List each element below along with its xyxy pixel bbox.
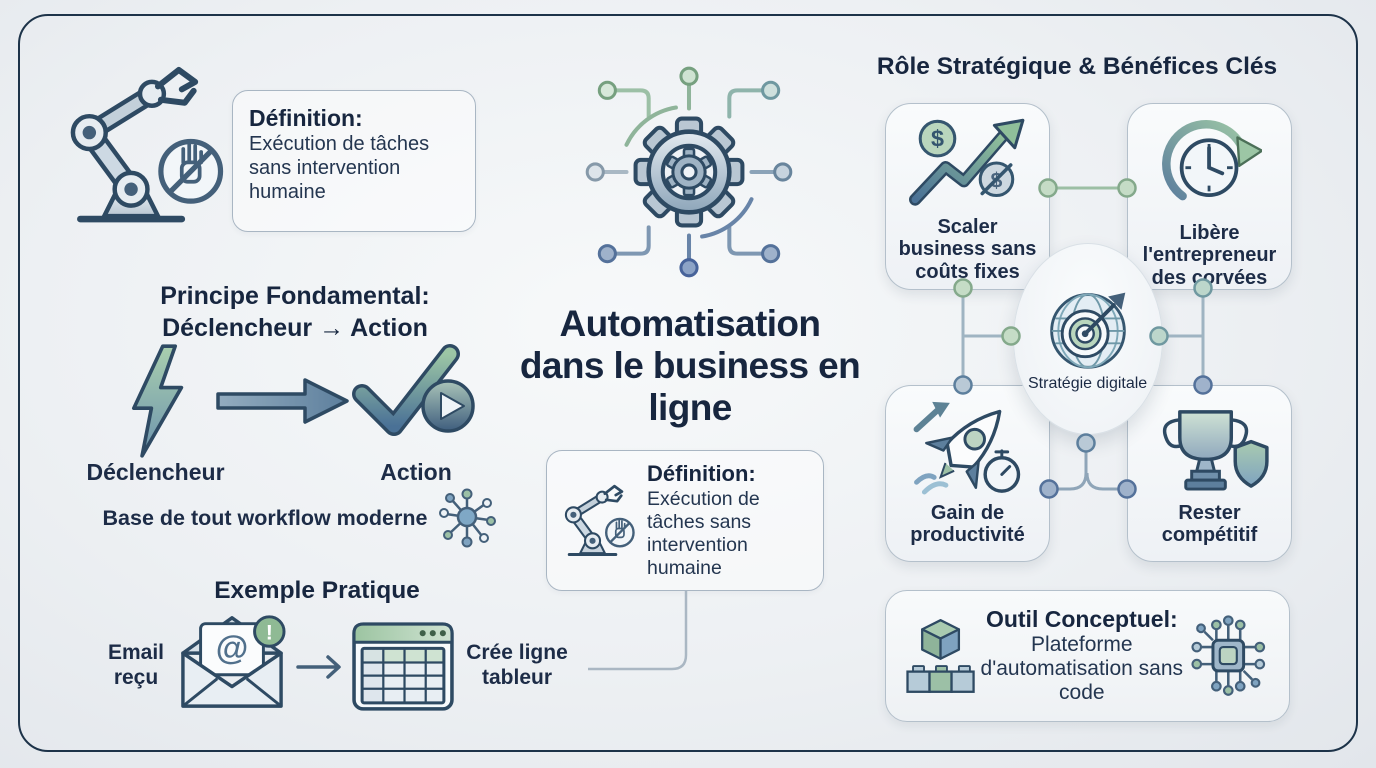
growth-chart-icon: $ $	[908, 118, 1024, 206]
svg-text:@: @	[216, 630, 249, 667]
lightning-bolt-icon	[131, 344, 184, 458]
definition-box-left: Définition: Exécution de tâches sans int…	[232, 90, 476, 232]
definition-body: Exécution de tâches sans intervention hu…	[647, 488, 760, 580]
benefit-label: Rester compétitif	[1161, 502, 1258, 547]
tool-title: Outil Conceptuel:	[985, 606, 1178, 633]
benefit-label: Gain de productivité	[910, 502, 1025, 547]
rocket-stopwatch-icon	[913, 401, 1020, 495]
robot-arm-icon	[564, 484, 635, 556]
svg-text:!: !	[266, 619, 273, 644]
robot-arm-icon	[70, 66, 224, 223]
action-label: Action	[380, 459, 452, 485]
example-title: Exemple Pratique	[214, 577, 420, 604]
strategy-hub: Stratégie digitale	[1013, 243, 1163, 435]
stopwatch-icon	[982, 449, 1020, 493]
benefit-box-scaler: $ $ Scaler business sans coûts fixes	[885, 103, 1050, 290]
trigger-label: Déclencheur	[86, 459, 225, 485]
benefit-label: Scaler business sans coûts fixes	[898, 216, 1037, 283]
benefit-box-productivity: Gain de productivité	[885, 385, 1050, 562]
check-play-icon	[352, 344, 475, 436]
time-recovery-icon	[1161, 120, 1262, 201]
base-caption: Base de tout workflow moderne	[102, 506, 428, 530]
notification-badge-icon: !	[253, 615, 286, 648]
svg-text:$: $	[930, 126, 943, 152]
main-title: Automatisation dans le business en ligne	[519, 303, 861, 428]
email-label: Email reçu	[107, 641, 165, 690]
network-hub-icon	[439, 488, 496, 548]
no-hand-icon	[158, 138, 224, 204]
flow-arrow-icon	[216, 378, 349, 424]
principle-line1: Principe Fondamental:	[160, 282, 430, 310]
tool-body: Plateforme d'automatisation sans code	[980, 632, 1184, 704]
tool-box: Outil Conceptuel: Plateforme d'automatis…	[885, 590, 1290, 722]
small-arrow-icon	[296, 655, 341, 679]
trophy-shield-icon	[1162, 410, 1269, 491]
definition-title: Définition:	[249, 105, 363, 131]
globe-target-icon	[1050, 292, 1126, 369]
strategy-hub-label: Stratégie digitale	[1028, 375, 1148, 392]
principle-heading: Principe Fondamental: Déclencheur → Acti…	[75, 281, 515, 344]
email-envelope-icon: @ !	[181, 615, 286, 708]
benefit-label: Libère l'entrepreneur des corvées	[1142, 221, 1277, 289]
result-label: Crée ligne tableur	[466, 641, 568, 690]
building-blocks-icon	[906, 619, 975, 693]
automation-gear-icon	[585, 66, 793, 278]
no-hand-icon	[605, 517, 635, 547]
definition-box-center: Définition: Exécution de tâches sans int…	[546, 450, 824, 591]
definition-title: Définition:	[647, 460, 756, 486]
principle-line2: Déclencheur → Action	[162, 313, 428, 342]
chip-circuit-icon	[1191, 615, 1265, 696]
benefit-box-time: Libère l'entrepreneur des corvées	[1127, 103, 1292, 290]
right-section-header: Rôle Stratégique & Bénéfices Clés	[876, 53, 1278, 80]
definition-body: Exécution de tâches sans intervention hu…	[249, 133, 430, 203]
benefit-box-competitive: Rester compétitif	[1127, 385, 1292, 562]
spreadsheet-icon	[352, 622, 454, 711]
